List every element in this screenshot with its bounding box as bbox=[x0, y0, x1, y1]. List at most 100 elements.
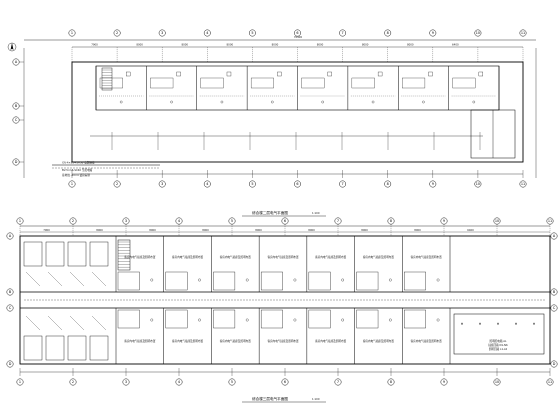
lower-side-axis-r-C-circle bbox=[550, 304, 558, 312]
lower-axis-10-label: 10 bbox=[495, 219, 499, 223]
upper-outer-wall bbox=[71, 61, 524, 163]
lower-east-fixture: ▲ bbox=[515, 322, 517, 325]
lower-west-wiring bbox=[69, 271, 85, 287]
upper-axis-5-circle bbox=[248, 29, 256, 37]
lower-axis-7-label: 7 bbox=[337, 219, 339, 223]
lower-axis-8-circle bbox=[387, 217, 395, 225]
upper-axis-9-label: 9 bbox=[432, 31, 434, 35]
upper-switch bbox=[126, 71, 131, 77]
lower-axis-bottom-7-circle bbox=[334, 378, 342, 386]
lower-axis-bottom-9-label: 9 bbox=[443, 380, 445, 384]
upper-bay-dim: 7900 bbox=[91, 43, 98, 47]
lower-lamp-n bbox=[436, 278, 440, 282]
upper-axis-bottom-2-circle bbox=[113, 180, 121, 188]
lower-east-fixture: ▲ bbox=[497, 322, 499, 325]
lower-west-room-n bbox=[67, 241, 87, 267]
upper-axis-4-circle bbox=[203, 29, 211, 37]
lower-bay-dim: 6400 bbox=[467, 228, 474, 232]
lower-west-wiring bbox=[47, 271, 63, 287]
lower-side-axis-r-B-label: B bbox=[553, 290, 556, 294]
upper-legend-1: YJV-4×95+1×50 电源进线 bbox=[62, 161, 95, 165]
lower-axis-9-label: 9 bbox=[443, 219, 445, 223]
upper-lamp bbox=[371, 100, 375, 104]
lower-axis-bottom-3-label: 3 bbox=[125, 380, 127, 384]
upper-switch bbox=[377, 71, 383, 77]
upper-room-fixture bbox=[351, 77, 375, 89]
upper-axis-bottom-1-circle bbox=[68, 180, 76, 188]
lower-room-bath-n bbox=[404, 271, 426, 291]
upper-switch bbox=[327, 71, 332, 77]
lower-room-note-s: 客房内电气插座及照明布置 bbox=[363, 339, 395, 343]
lower-room-bath-s bbox=[404, 309, 426, 329]
lower-room-bath-n bbox=[308, 271, 331, 291]
lower-room-note-n: 客房内电气插座及照明布置 bbox=[172, 255, 204, 259]
lower-axis-5-label: 5 bbox=[231, 219, 233, 223]
lower-west-room-s bbox=[45, 335, 65, 361]
upper-axis-bottom-9-circle bbox=[429, 180, 437, 188]
upper-axis-11-circle bbox=[519, 29, 527, 37]
lower-axis-bottom-11-circle bbox=[546, 378, 554, 386]
lower-bay-dim: 8000 bbox=[255, 228, 262, 232]
upper-bay-dim: 8000 bbox=[181, 43, 188, 47]
upper-lamp bbox=[472, 100, 476, 104]
upper-axis-3-label: 3 bbox=[161, 31, 163, 35]
lower-west-wiring bbox=[91, 271, 107, 287]
lower-axis-bottom-6-label: 6 bbox=[284, 380, 286, 384]
lower-west-wiring-s bbox=[69, 315, 85, 331]
lower-west-room-s bbox=[89, 335, 109, 361]
upper-axis-11-label: 11 bbox=[521, 31, 525, 35]
lower-lamp-n bbox=[389, 278, 392, 282]
lower-legend-1: 照明配电箱 AL bbox=[489, 339, 507, 343]
lower-axis-1-label: 1 bbox=[19, 219, 21, 223]
lower-side-axis-r-D-circle bbox=[550, 360, 558, 368]
lower-axis-4-label: 4 bbox=[178, 219, 180, 223]
upper-axis-bottom-8-circle bbox=[384, 180, 392, 188]
lower-west-wiring-s bbox=[91, 315, 107, 331]
upper-bay-dim: 8000 bbox=[317, 43, 324, 47]
lower-axis-4-circle bbox=[175, 217, 183, 225]
lower-bay-dim: 8000 bbox=[202, 228, 209, 232]
lower-axis-bottom-2-circle bbox=[69, 378, 77, 386]
upper-axis-10-circle bbox=[474, 29, 482, 37]
upper-switch bbox=[277, 71, 282, 77]
lower-lamp-n bbox=[245, 278, 249, 282]
upper-side-axis-A-label: A bbox=[15, 60, 18, 64]
lower-axis-2-label: 2 bbox=[72, 219, 74, 223]
lower-axis-6-circle bbox=[281, 217, 289, 225]
lower-room-note-n: 客房内电气插座及照明布置 bbox=[411, 255, 443, 259]
lower-lamp-s bbox=[245, 318, 249, 322]
lower-side-axis-B-circle bbox=[6, 288, 14, 296]
upper-lamp bbox=[321, 100, 324, 104]
upper-axis-8-label: 8 bbox=[387, 31, 389, 35]
lower-legend-3: 照明回路 L1-L6 bbox=[489, 347, 508, 351]
lower-room-bath-s bbox=[117, 309, 140, 329]
upper-bay-dim: 8000 bbox=[272, 43, 279, 47]
upper-lamp bbox=[170, 100, 173, 104]
upper-axis-bottom-1-label: 1 bbox=[71, 182, 73, 186]
lower-east-fixture: ▲ bbox=[461, 322, 463, 325]
upper-switch bbox=[176, 71, 181, 77]
lower-room-note-n: 客房内电气插座及照明布置 bbox=[220, 255, 252, 259]
lower-lamp-n bbox=[150, 278, 154, 282]
upper-axis-bottom-6-circle bbox=[294, 180, 301, 188]
lower-lamp-s bbox=[436, 318, 440, 322]
lower-axis-bottom-2-label: 2 bbox=[72, 380, 74, 384]
upper-axis-2-circle bbox=[113, 29, 121, 37]
lower-axis-bottom-9-circle bbox=[440, 378, 448, 386]
lower-axis-bottom-5-circle bbox=[228, 378, 236, 386]
lower-room-bath-s bbox=[356, 309, 379, 329]
lower-axis-bottom-8-label: 8 bbox=[390, 380, 392, 384]
upper-bay-dim: 8000 bbox=[227, 43, 234, 47]
upper-bay-dim: 6400 bbox=[452, 43, 459, 47]
upper-axis-bottom-5-label: 5 bbox=[251, 182, 253, 186]
lower-side-axis-C-circle bbox=[6, 304, 14, 312]
lower-axis-bottom-8-circle bbox=[387, 378, 395, 386]
upper-axis-bottom-9-label: 9 bbox=[432, 182, 434, 186]
lower-east-hall bbox=[453, 313, 545, 355]
upper-switch bbox=[428, 71, 433, 77]
lower-west-room-s bbox=[23, 335, 43, 361]
upper-room-fixture bbox=[200, 77, 224, 89]
lower-room-bath-n bbox=[213, 271, 236, 291]
